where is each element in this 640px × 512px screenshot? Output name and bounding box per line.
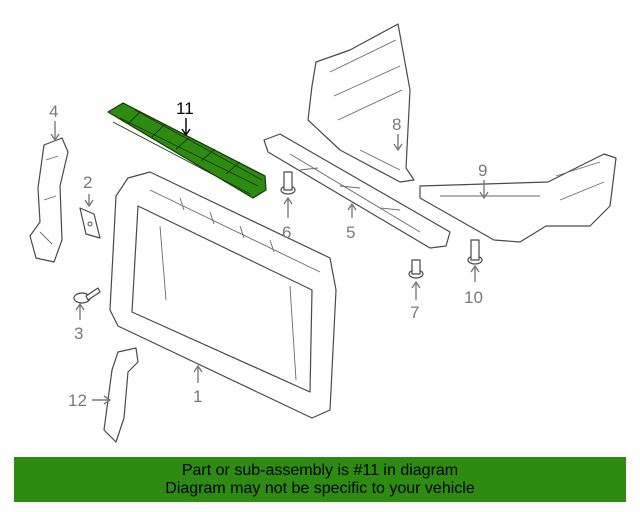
callout-3: 3 <box>74 324 83 343</box>
callout-6: 6 <box>282 223 291 242</box>
part-3-bolt <box>73 287 101 304</box>
callout-10: 10 <box>464 288 483 307</box>
callout-2: 2 <box>83 173 92 192</box>
part-9-undercover <box>419 153 617 243</box>
callout-8: 8 <box>392 115 401 134</box>
part-8-shield <box>307 23 415 183</box>
part-1-radiator-support <box>109 171 337 419</box>
part-12-bracket <box>103 347 139 443</box>
callout-1: 1 <box>193 387 202 406</box>
parts-diagram: 1 2 3 4 5 6 7 8 9 10 11 12 <box>29 23 617 443</box>
part-6-screw <box>280 171 296 195</box>
part-10-screw <box>467 239 483 265</box>
part-11-deflector[interactable] <box>107 102 267 199</box>
callout-11: 11 <box>176 99 194 118</box>
callout-7: 7 <box>410 303 419 322</box>
callout-5: 5 <box>346 223 355 242</box>
callout-12: 12 <box>68 391 87 410</box>
part-7-clip <box>408 259 424 279</box>
part-5-tie-bar <box>263 133 451 249</box>
callout-9: 9 <box>478 161 487 180</box>
part-4-side-bracket <box>29 137 69 263</box>
banner-line-2: Diagram may not be specific to your vehi… <box>165 480 475 497</box>
callout-4: 4 <box>49 102 58 121</box>
banner-line-1: Part or sub-assembly is #11 in diagram <box>181 462 459 479</box>
part-2-bracket <box>79 207 101 239</box>
leader-lines <box>50 118 489 405</box>
info-banner: Part or sub-assembly is #11 in diagram D… <box>14 457 626 502</box>
